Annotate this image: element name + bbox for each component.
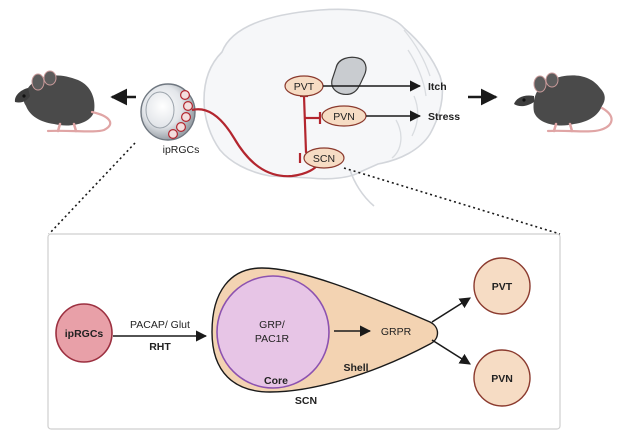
zoom-line-left <box>48 142 136 235</box>
pvn-node-label: PVN <box>333 111 355 123</box>
target-pvt-label: PVT <box>492 281 513 293</box>
optic-nerve <box>191 108 319 178</box>
iprgc-node: ipRGCs <box>55 303 113 363</box>
pvt-node-label: PVT <box>294 81 315 93</box>
eye-icon <box>140 83 196 141</box>
core-text-line1: GRP/ <box>259 319 285 331</box>
thalamus-shape <box>331 56 367 95</box>
core-label: Core <box>264 375 288 387</box>
scn-node: SCN <box>303 147 345 169</box>
mouse-right-icon <box>514 72 613 133</box>
iprgc-node-label: ipRGCs <box>65 328 104 340</box>
scn-core <box>216 275 330 389</box>
grpr-label: GRPR <box>381 326 412 338</box>
pathway-tract-label: RHT <box>149 341 171 353</box>
brain-outline <box>203 8 444 180</box>
to-pvt-arrow <box>431 297 471 323</box>
target-pvn-node: PVN <box>473 349 531 407</box>
eye-label: ipRGCs <box>163 144 200 156</box>
scn-node-label: SCN <box>313 153 335 165</box>
pvt-node: PVT <box>284 75 324 97</box>
brainstem <box>349 169 375 207</box>
itch-label: Itch <box>428 81 447 93</box>
pvn-node: PVN <box>321 105 367 127</box>
target-pvn-label: PVN <box>491 373 513 385</box>
pathway-label: PACAP/ Glut <box>130 319 190 331</box>
cerebellum-folds <box>391 29 431 159</box>
scn-label: SCN <box>295 395 317 407</box>
zoom-line-right <box>343 167 561 235</box>
stress-label: Stress <box>428 111 460 123</box>
target-pvt-node: PVT <box>473 257 531 315</box>
mouse-left-icon <box>14 70 112 133</box>
shell-label: Shell <box>343 362 368 374</box>
core-text-line2: PAC1R <box>255 333 290 345</box>
to-pvn-arrow <box>431 339 471 365</box>
